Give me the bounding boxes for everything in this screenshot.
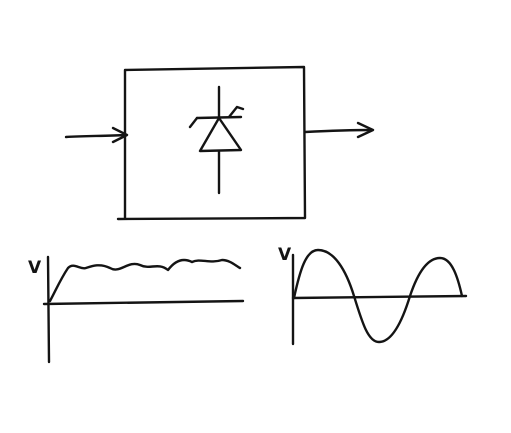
dc-waveform <box>48 258 242 303</box>
dc-output-graph: V <box>28 255 245 364</box>
thyristor-cathode-tick <box>188 116 199 129</box>
output-arrow <box>303 121 375 139</box>
ac-graph-axis-label: V <box>278 245 292 265</box>
ac-output-graph: V <box>278 245 468 346</box>
dc-graph-x-axis <box>42 299 245 306</box>
input-arrow-head <box>111 126 129 144</box>
dc-graph-y-axis <box>46 255 51 364</box>
converter-block <box>116 65 307 221</box>
thyristor-gate <box>227 105 245 119</box>
input-arrow <box>64 126 129 144</box>
thyristor-symbol <box>188 85 245 195</box>
input-arrow-shaft <box>64 133 128 139</box>
output-arrow-head <box>356 121 375 139</box>
output-arrow-shaft <box>303 128 374 134</box>
dc-graph-axis-label: V <box>28 258 42 278</box>
thyristor-triangle <box>198 116 243 153</box>
ac-waveform <box>292 248 464 344</box>
ac-graph-x-axis <box>291 294 468 300</box>
